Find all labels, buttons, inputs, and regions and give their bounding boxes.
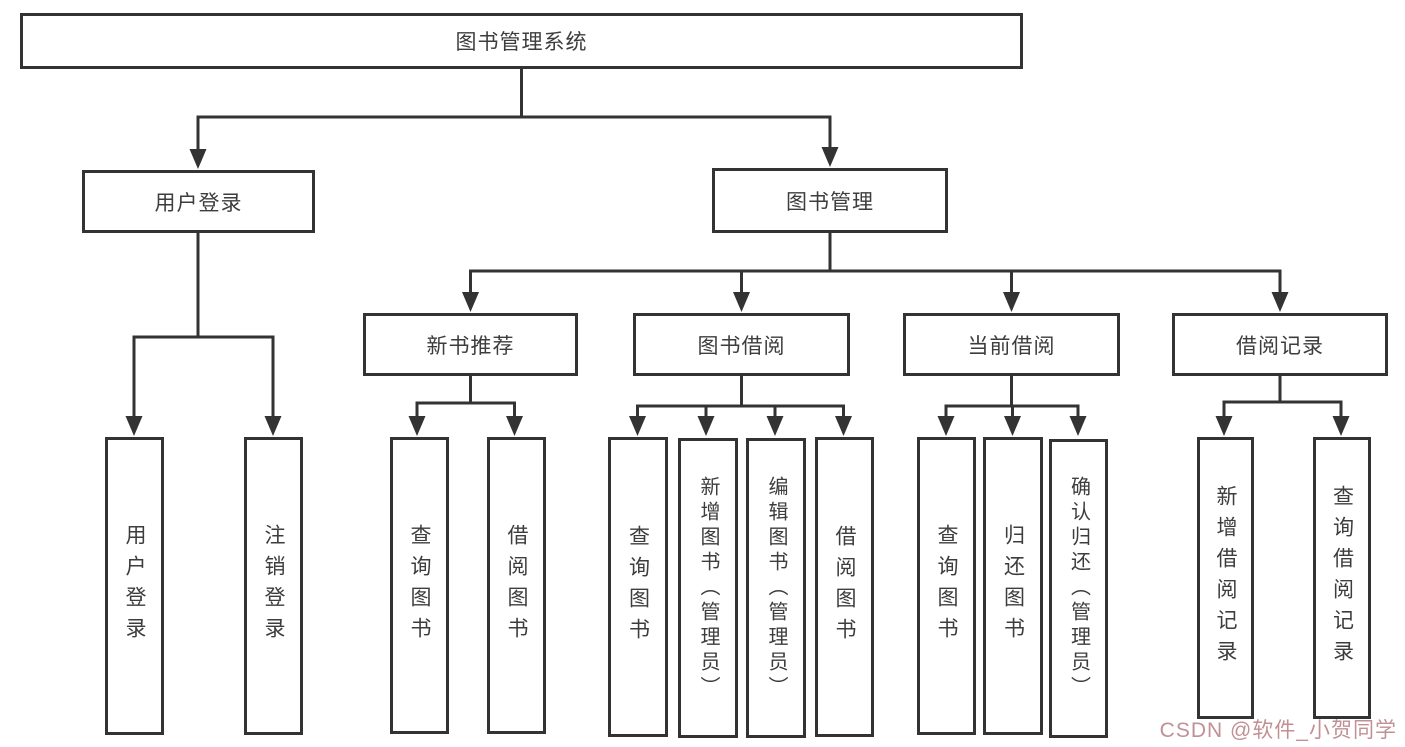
leaf-add-borrow-record: 新增借阅记录 xyxy=(1197,437,1254,719)
node-root: 图书管理系统 xyxy=(20,13,1023,69)
node-user-login: 用户登录 xyxy=(82,170,315,233)
leaf-query-books-1: 查询图书 xyxy=(390,437,449,734)
leaf-label: 确认归还（管理员） xyxy=(1067,476,1090,701)
leaf-label: 新增图书（管理员） xyxy=(697,475,719,701)
leaf-label: 查询图书 xyxy=(935,524,958,648)
leaf-query-books-3: 查询图书 xyxy=(917,437,976,735)
leaf-label: 借阅图书 xyxy=(833,525,856,649)
leaf-label: 编辑图书（管理员） xyxy=(765,475,787,701)
node-new-book-recommend: 新书推荐 xyxy=(363,313,578,376)
node-book-borrow: 图书借阅 xyxy=(633,313,850,376)
leaf-label: 注销登录 xyxy=(262,524,285,648)
leaf-query-books-2: 查询图书 xyxy=(608,437,668,737)
leaf-label: 查询图书 xyxy=(408,523,431,648)
leaf-return-books: 归还图书 xyxy=(983,437,1043,735)
node-current-borrow: 当前借阅 xyxy=(903,313,1120,376)
leaf-label: 查询借阅记录 xyxy=(1330,485,1354,671)
node-borrow-record: 借阅记录 xyxy=(1172,313,1388,376)
csdn-watermark: CSDN @软件_小贺同学 xyxy=(1159,719,1397,742)
leaf-label: 查询图书 xyxy=(626,525,650,649)
leaf-borrow-books-1: 借阅图书 xyxy=(487,437,546,734)
leaf-edit-books-admin: 编辑图书（管理员） xyxy=(746,438,806,738)
leaf-logout: 注销登录 xyxy=(244,437,303,735)
leaf-add-books-admin: 新增图书（管理员） xyxy=(678,438,738,738)
leaf-label: 归还图书 xyxy=(1001,524,1025,648)
leaf-label: 借阅图书 xyxy=(505,523,528,648)
leaf-confirm-return-admin: 确认归还（管理员） xyxy=(1049,439,1108,738)
leaf-borrow-books-2: 借阅图书 xyxy=(815,437,874,737)
leaf-query-borrow-record: 查询借阅记录 xyxy=(1313,437,1371,719)
node-book-management: 图书管理 xyxy=(712,168,948,233)
leaf-label: 用户登录 xyxy=(123,524,146,648)
leaf-label: 新增借阅记录 xyxy=(1214,485,1237,671)
leaf-user-login: 用户登录 xyxy=(105,437,164,735)
